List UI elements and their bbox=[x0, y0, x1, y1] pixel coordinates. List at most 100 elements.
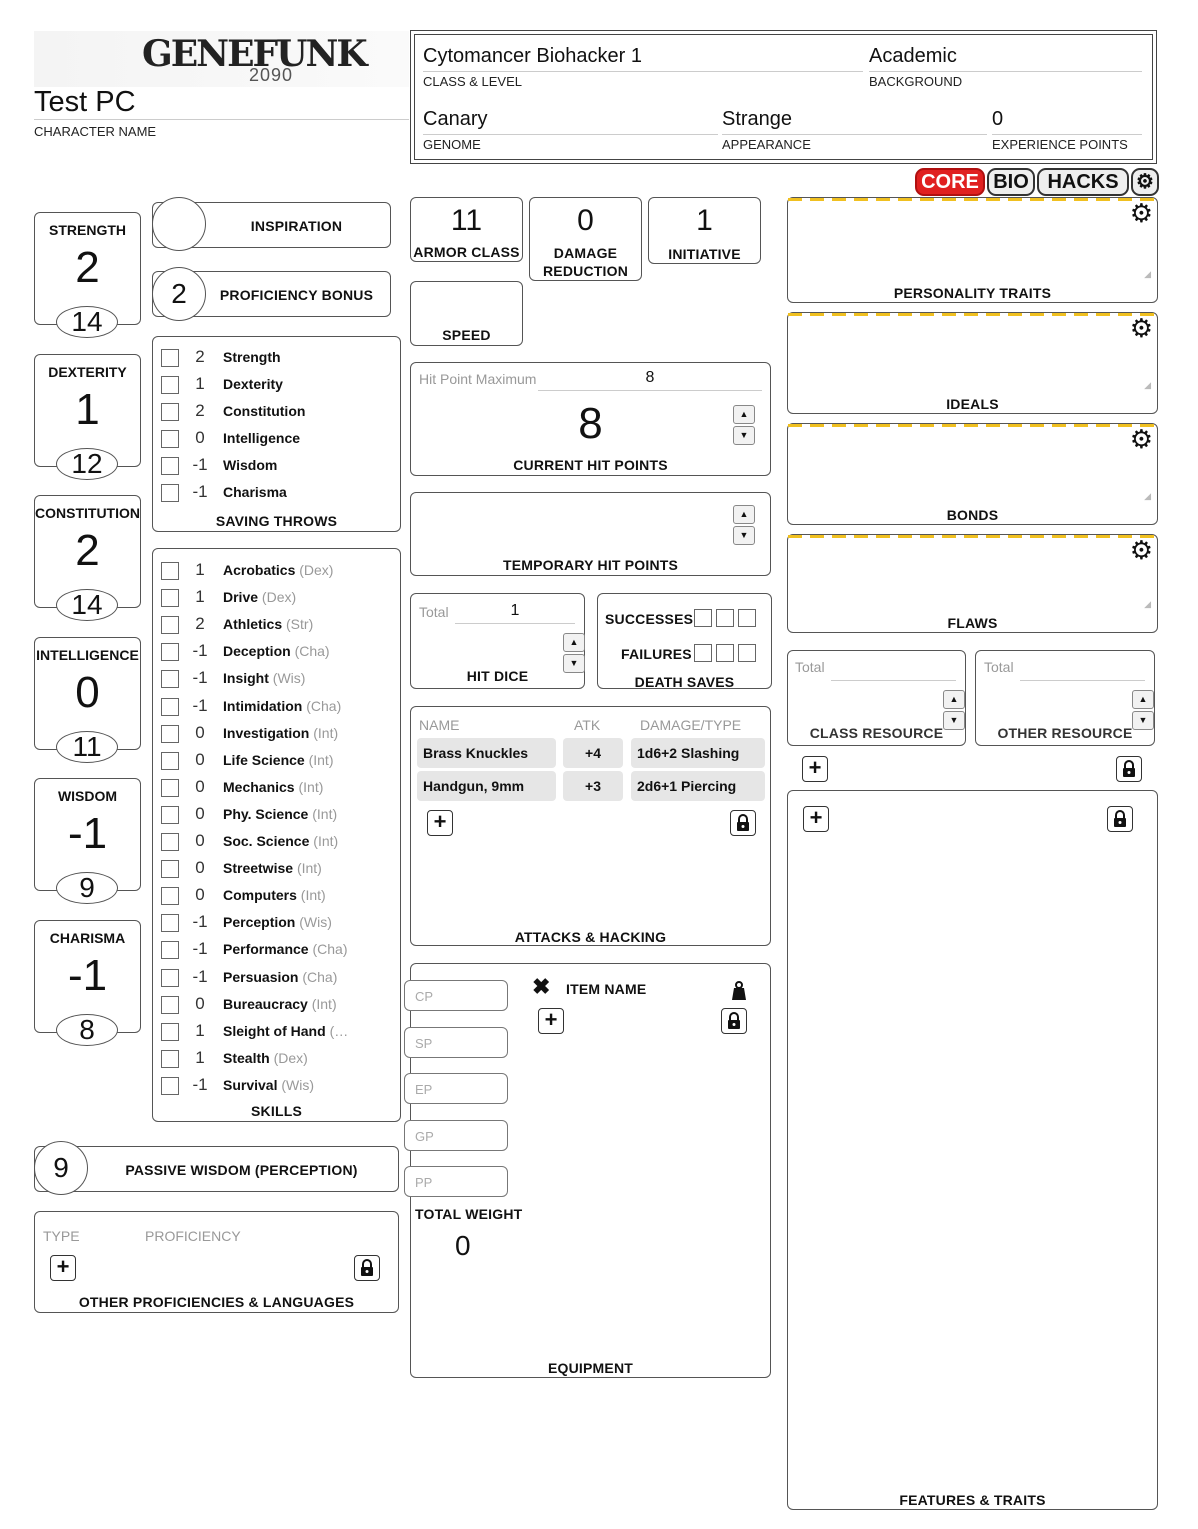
chevron-up-icon[interactable]: ▲ bbox=[733, 405, 755, 424]
ability-score[interactable]: 9 bbox=[56, 872, 118, 904]
ability-score[interactable]: 11 bbox=[56, 731, 118, 763]
attack-bonus[interactable]: +4 bbox=[563, 738, 623, 768]
class-resource-stepper[interactable]: ▲▼ bbox=[943, 690, 965, 730]
gear-icon[interactable]: ⚙ bbox=[1129, 313, 1153, 343]
chevron-up-icon[interactable]: ▲ bbox=[943, 690, 965, 709]
death-success-checkbox[interactable] bbox=[716, 609, 734, 627]
attack-name[interactable]: Handgun, 9mm bbox=[417, 771, 556, 801]
proficiency-checkbox[interactable] bbox=[161, 403, 179, 421]
chevron-up-icon[interactable]: ▲ bbox=[563, 633, 585, 652]
coin-field-ep[interactable]: EP bbox=[404, 1073, 508, 1104]
proficiency-checkbox[interactable] bbox=[161, 914, 179, 933]
tab-core[interactable]: CORE bbox=[915, 168, 985, 196]
bonds-box[interactable]: ⚙ ◢ BONDS bbox=[787, 423, 1158, 525]
proficiency-checkbox[interactable] bbox=[161, 562, 179, 580]
experience-points[interactable]: 0 bbox=[992, 108, 1142, 135]
attack-damage[interactable]: 1d6+2 Slashing bbox=[631, 738, 765, 768]
death-success-checkbox[interactable] bbox=[694, 609, 712, 627]
proficiency-checkbox[interactable] bbox=[161, 1049, 179, 1068]
resize-handle-icon[interactable]: ◢ bbox=[1144, 491, 1151, 501]
proficiency-checkbox[interactable] bbox=[161, 349, 179, 367]
ability-charisma[interactable]: CHARISMA-1 bbox=[34, 920, 141, 1033]
hp-max-value[interactable]: 8 bbox=[538, 369, 762, 391]
resize-handle-icon[interactable]: ◢ bbox=[1144, 599, 1151, 609]
armor-class-box[interactable]: 11 ARMOR CLASS bbox=[410, 197, 523, 262]
damage-reduction-box[interactable]: 0 DAMAGE REDUCTION bbox=[529, 197, 642, 281]
proficiency-checkbox[interactable] bbox=[161, 457, 179, 475]
add-feature-button[interactable]: + bbox=[803, 806, 829, 832]
chevron-down-icon[interactable]: ▼ bbox=[1132, 711, 1154, 730]
ability-score[interactable]: 14 bbox=[56, 589, 118, 621]
coin-field-sp[interactable]: SP bbox=[404, 1026, 508, 1058]
chevron-down-icon[interactable]: ▼ bbox=[733, 526, 755, 545]
proficiency-checkbox[interactable] bbox=[161, 1022, 179, 1041]
proficiency-checkbox[interactable] bbox=[161, 968, 179, 987]
lock-features-button[interactable] bbox=[1107, 806, 1133, 832]
ability-score[interactable]: 14 bbox=[56, 306, 118, 338]
ability-score[interactable]: 8 bbox=[56, 1014, 118, 1046]
proficiency-checkbox[interactable] bbox=[161, 941, 179, 960]
proficiency-circle[interactable]: 2 bbox=[152, 267, 206, 321]
add-attack-button[interactable]: + bbox=[427, 810, 453, 836]
lock-proficiency-button[interactable] bbox=[354, 1255, 380, 1281]
add-proficiency-button[interactable]: + bbox=[50, 1255, 76, 1281]
hit-dice-stepper[interactable]: ▲▼ bbox=[563, 633, 585, 673]
personality-traits-box[interactable]: ⚙ ◢ PERSONALITY TRAITS bbox=[787, 197, 1158, 303]
gear-icon[interactable]: ⚙ bbox=[1129, 535, 1153, 565]
current-hp-stepper[interactable]: ▲▼ bbox=[733, 405, 755, 445]
character-name[interactable]: Test PC bbox=[34, 86, 409, 120]
background[interactable]: Academic bbox=[869, 45, 1142, 72]
proficiency-checkbox[interactable] bbox=[161, 643, 179, 662]
resize-handle-icon[interactable]: ◢ bbox=[1144, 380, 1151, 390]
proficiency-checkbox[interactable] bbox=[161, 670, 179, 689]
other-resource-total-value[interactable] bbox=[1020, 659, 1145, 681]
temp-hp-stepper[interactable]: ▲▼ bbox=[733, 505, 755, 545]
proficiency-checkbox[interactable] bbox=[161, 484, 179, 502]
tab-bio[interactable]: BIO bbox=[987, 168, 1035, 196]
ideals-box[interactable]: ⚙ ◢ IDEALS bbox=[787, 312, 1158, 414]
class-level[interactable]: Cytomancer Biohacker 1 bbox=[423, 45, 863, 72]
other-resource-stepper[interactable]: ▲▼ bbox=[1132, 690, 1154, 730]
chevron-down-icon[interactable]: ▼ bbox=[943, 711, 965, 730]
death-failure-checkbox[interactable] bbox=[694, 644, 712, 662]
settings-button[interactable]: ⚙ bbox=[1131, 168, 1159, 196]
add-resource-button[interactable]: + bbox=[802, 756, 828, 782]
lock-items-button[interactable] bbox=[721, 1008, 747, 1034]
add-item-button[interactable]: + bbox=[538, 1008, 564, 1034]
death-failure-checkbox[interactable] bbox=[716, 644, 734, 662]
death-success-checkbox[interactable] bbox=[738, 609, 756, 627]
death-failure-checkbox[interactable] bbox=[738, 644, 756, 662]
genome[interactable]: Canary bbox=[423, 108, 718, 135]
class-resource-total-value[interactable] bbox=[831, 659, 956, 681]
proficiency-checkbox[interactable] bbox=[161, 376, 179, 394]
gear-icon[interactable]: ⚙ bbox=[1129, 424, 1153, 454]
ability-score[interactable]: 12 bbox=[56, 448, 118, 480]
coin-field-cp[interactable]: CP bbox=[404, 980, 508, 1011]
proficiency-checkbox[interactable] bbox=[161, 887, 179, 906]
tab-hacks[interactable]: HACKS bbox=[1037, 168, 1129, 196]
proficiency-checkbox[interactable] bbox=[161, 805, 179, 824]
resize-handle-icon[interactable]: ◢ bbox=[1144, 269, 1151, 279]
initiative-box[interactable]: 1 INITIATIVE bbox=[648, 197, 761, 264]
proficiency-checkbox[interactable] bbox=[161, 778, 179, 797]
coin-field-gp[interactable]: GP bbox=[404, 1119, 508, 1151]
weight-icon[interactable] bbox=[729, 981, 749, 1001]
lock-resources-button[interactable] bbox=[1116, 756, 1142, 782]
chevron-down-icon[interactable]: ▼ bbox=[733, 426, 755, 445]
speed-box[interactable]: SPEED bbox=[410, 281, 523, 346]
inspiration-circle[interactable] bbox=[152, 197, 206, 251]
proficiency-checkbox[interactable] bbox=[161, 995, 179, 1014]
coin-field-pp[interactable]: PP bbox=[404, 1166, 508, 1197]
attack-bonus[interactable]: +3 bbox=[563, 771, 623, 801]
proficiency-checkbox[interactable] bbox=[161, 430, 179, 448]
chevron-up-icon[interactable]: ▲ bbox=[733, 505, 755, 524]
flaws-box[interactable]: ⚙ ◢ FLAWS bbox=[787, 534, 1158, 633]
current-hp-value[interactable]: 8 bbox=[578, 399, 603, 448]
close-icon[interactable]: ✖ bbox=[532, 974, 551, 999]
lock-attacks-button[interactable] bbox=[730, 810, 756, 836]
hit-dice-total-value[interactable]: 1 bbox=[455, 602, 575, 624]
proficiency-checkbox[interactable] bbox=[161, 860, 179, 879]
attack-name[interactable]: Brass Knuckles bbox=[417, 738, 556, 768]
